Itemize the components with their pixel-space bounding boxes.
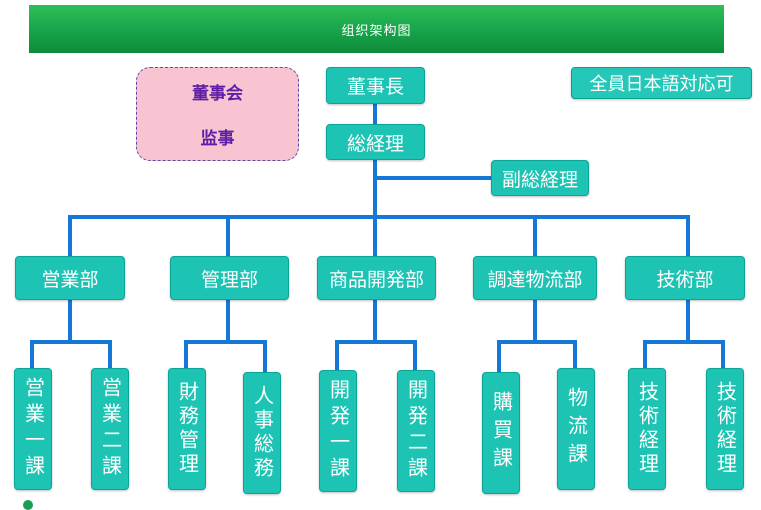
node-section-label: 購買課 (489, 391, 514, 475)
japanese-support-note: 全員日本語対応可 (571, 67, 752, 99)
node-section: 技術経理 (706, 368, 744, 490)
node-department: 管理部 (170, 256, 289, 300)
node-general-manager-label: 総経理 (346, 132, 404, 155)
board-group: 董事会 监事 (136, 67, 299, 161)
node-department: 技術部 (625, 256, 745, 300)
node-section: 技術経理 (628, 368, 666, 490)
node-department: 調達物流部 (473, 256, 597, 300)
japanese-support-note-text: 全員日本語対応可 (589, 74, 734, 95)
node-deputy-gm-label: 副総経理 (501, 168, 578, 191)
node-section-label: 人事総務 (250, 385, 275, 481)
node-section-label: 技術経理 (635, 381, 660, 477)
node-section-label: 営業一課 (21, 377, 46, 481)
node-department: 営業部 (15, 256, 125, 300)
node-section: 開発一課 (319, 370, 357, 492)
node-section: 営業二課 (91, 368, 129, 490)
node-general-manager: 総経理 (326, 124, 425, 160)
node-section: 購買課 (482, 372, 520, 494)
board-auditor-label: 监事 (200, 129, 235, 149)
chart-title-banner: 组织架构图 (29, 5, 724, 53)
node-department-label: 商品開発部 (328, 268, 424, 291)
node-section: 営業一課 (14, 368, 52, 490)
node-section: 開発二課 (397, 370, 435, 492)
node-section-label: 財務管理 (175, 381, 200, 477)
node-chairman-label: 董事長 (346, 76, 404, 98)
node-section-label: 営業二課 (98, 377, 123, 481)
node-section-label: 技術経理 (713, 381, 738, 477)
node-section-label: 開発一課 (326, 379, 351, 483)
chart-title: 组织架构图 (341, 23, 412, 39)
node-section: 財務管理 (168, 368, 206, 490)
node-department-label: 管理部 (200, 268, 258, 291)
node-section: 人事総務 (243, 372, 281, 494)
node-department-label: 営業部 (41, 268, 99, 291)
node-section-label: 開発二課 (404, 379, 429, 483)
leaf-bullet-icon (23, 500, 33, 510)
board-of-directors-label: 董事会 (192, 84, 243, 104)
node-department: 商品開発部 (317, 256, 436, 300)
node-department-label: 技術部 (656, 268, 714, 291)
node-deputy-gm: 副総経理 (491, 160, 589, 196)
node-chairman: 董事長 (326, 67, 425, 104)
node-section: 物流課 (557, 368, 595, 490)
node-department-label: 調達物流部 (487, 268, 583, 291)
node-section-label: 物流課 (564, 387, 589, 471)
